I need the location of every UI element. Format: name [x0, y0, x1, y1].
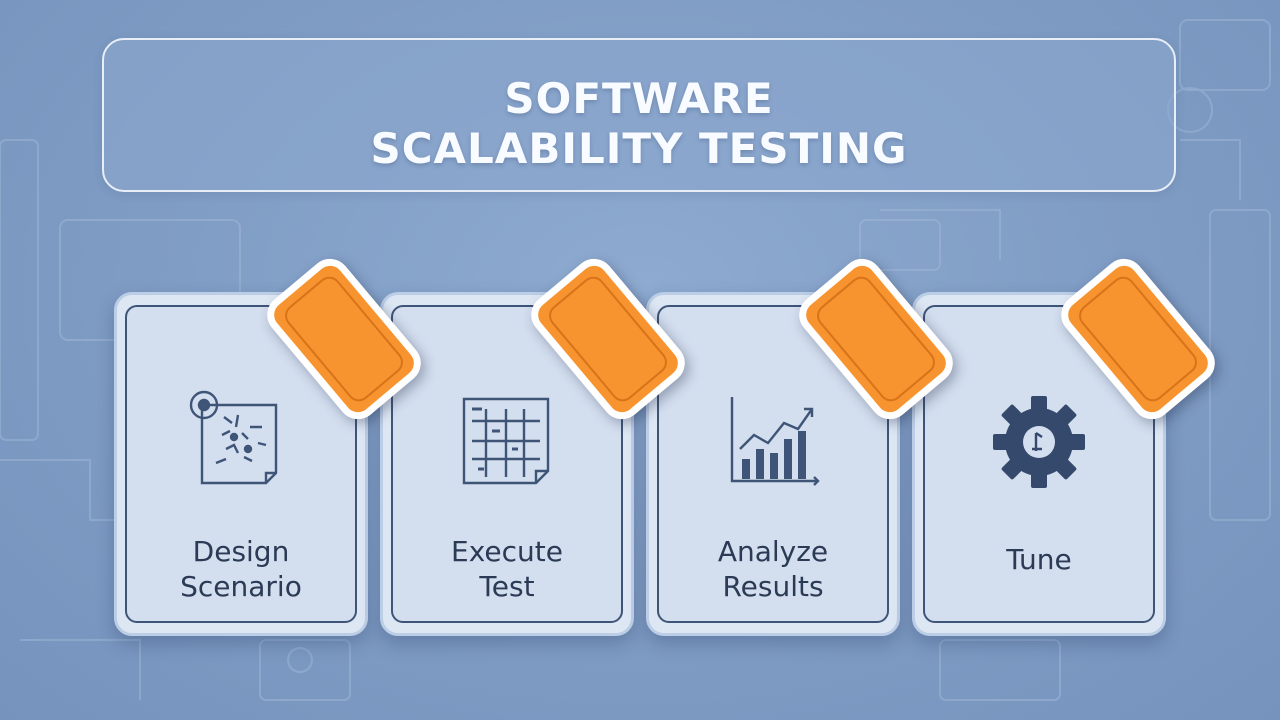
- grid-document-icon: [462, 397, 550, 485]
- gear-icon: [993, 396, 1085, 488]
- step-label-line-2: Results: [722, 570, 824, 603]
- bar-chart-trend-icon: [730, 397, 820, 486]
- blueprint-sketch-icon: [189, 390, 278, 485]
- step-label-line-1: Design: [192, 535, 290, 568]
- title-banner: SOFTWARE SCALABILITY TESTING: [102, 38, 1176, 192]
- step-label-line-1: Tune: [1006, 543, 1072, 576]
- step-label-line-1: Analyze: [717, 535, 829, 568]
- step-label-line-2: Scenario: [180, 570, 302, 603]
- step-card-design-scenario: Design Scenario: [114, 292, 368, 636]
- title-line-1: SOFTWARE: [504, 74, 774, 123]
- step-label-line-1: Execute: [451, 535, 563, 568]
- step-label-line-2: Test: [479, 570, 535, 603]
- step-card-frame: [125, 305, 357, 623]
- step-card-analyze-results: Analyze Results: [646, 292, 900, 636]
- title-line-2: SCALABILITY TESTING: [370, 124, 908, 173]
